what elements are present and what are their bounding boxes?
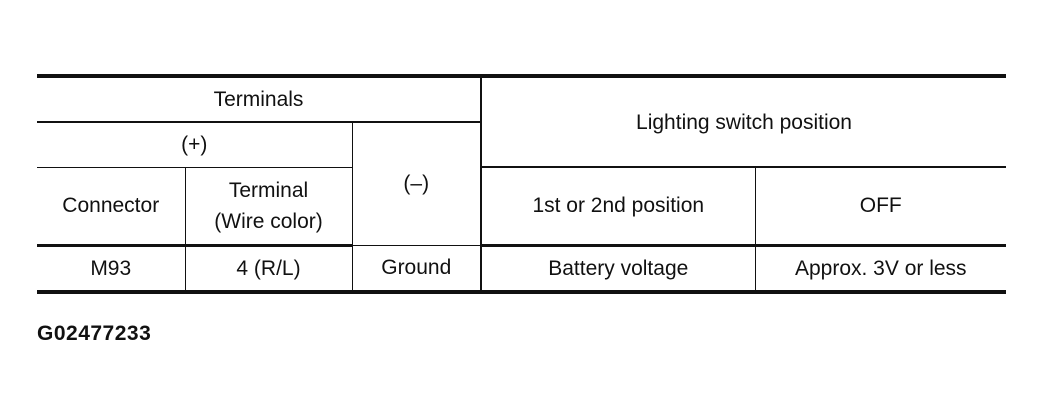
terminals-header: Terminals [37,74,483,123]
first-second-position-header: 1st or 2nd position [480,166,756,247]
connector-cell: M93 [37,244,186,294]
lighting-switch-position-header: Lighting switch position [480,74,1007,168]
terminal-header-line1: Terminal [228,178,309,202]
terminal-wire-color-header: Terminal (Wire color) [184,166,353,247]
on-position-value-cell: Battery voltage [480,244,756,294]
off-header: OFF [754,166,1007,247]
negative-cell: Ground [351,244,483,294]
positive-terminal-header: (+) [37,121,353,168]
figure-id: G02477233 [37,322,152,345]
negative-terminal-header: (–) [351,121,483,246]
terminal-cell: 4 (R/L) [184,244,353,294]
terminal-header-line2: (Wire color) [214,209,323,233]
voltage-spec-table: Terminals Lighting switch position (+) (… [37,74,1007,294]
connector-header: Connector [37,166,186,247]
off-value-cell: Approx. 3V or less [754,244,1007,294]
